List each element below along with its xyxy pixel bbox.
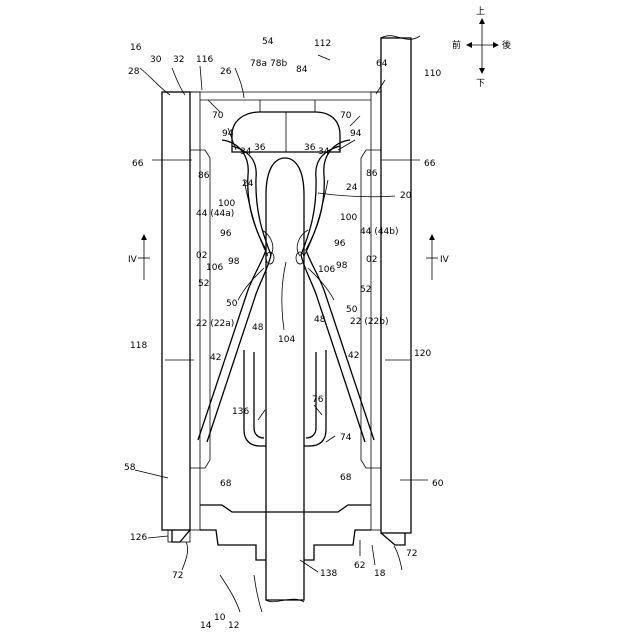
label-98-left: 98 <box>228 257 240 267</box>
label-60: 60 <box>432 479 444 489</box>
label-78b: 78b <box>270 59 287 69</box>
label-110: 110 <box>424 69 441 79</box>
label-94-left: 94 <box>222 129 234 139</box>
label-42-left: 42 <box>210 353 221 363</box>
label-54: 54 <box>262 37 274 47</box>
label-100-right: 100 <box>340 213 357 223</box>
label-126: 126 <box>130 533 147 543</box>
orientation-indicator <box>466 18 499 74</box>
label-86-left: 86 <box>198 171 210 181</box>
label-36-right: 36 <box>304 143 316 153</box>
left-housing-wall <box>162 92 190 530</box>
central-pin <box>266 158 304 602</box>
label-16: 16 <box>130 43 142 53</box>
label-72-left: 72 <box>172 571 183 581</box>
label-84: 84 <box>296 65 308 75</box>
label-50-left: 50 <box>226 299 238 309</box>
label-14: 14 <box>200 621 212 631</box>
label-42-right: 42 <box>348 351 359 361</box>
label-120: 120 <box>414 349 431 359</box>
label-66-left: 66 <box>132 159 144 169</box>
label-138: 138 <box>320 569 337 579</box>
label-78a: 78a <box>250 59 267 69</box>
label-44b: 44 (44b) <box>360 227 399 237</box>
label-20: 20 <box>400 191 412 201</box>
label-52-left: 52 <box>198 279 209 289</box>
left-spring-contact <box>198 140 271 442</box>
label-116: 116 <box>196 55 213 65</box>
label-112: 112 <box>314 39 331 49</box>
label-28: 28 <box>128 67 140 77</box>
label-02-right: 02 <box>366 255 377 265</box>
label-50-right: 50 <box>346 305 358 315</box>
section-mark-right: IV <box>440 255 450 265</box>
label-24-right: 24 <box>346 183 358 193</box>
label-104: 104 <box>278 335 295 345</box>
label-24-left: 24 <box>242 179 254 189</box>
label-70-left: 70 <box>212 111 224 121</box>
label-86-right: 86 <box>366 169 378 179</box>
label-48-right: 48 <box>314 315 326 325</box>
label-106-left: 106 <box>206 263 223 273</box>
label-32: 32 <box>173 55 184 65</box>
contact-points <box>262 230 308 264</box>
bottom-flange <box>168 505 405 560</box>
orientation-front: 前 <box>452 39 461 51</box>
orientation-back: 後 <box>502 39 511 51</box>
label-36-left: 36 <box>254 143 266 153</box>
label-02-left: 02 <box>196 251 207 261</box>
label-18: 18 <box>374 569 386 579</box>
label-68-right: 68 <box>340 473 352 483</box>
label-34-right: 34 <box>318 147 330 157</box>
label-136: 136 <box>232 407 249 417</box>
right-housing-wall <box>381 36 420 533</box>
label-98-right: 98 <box>336 261 348 271</box>
label-58: 58 <box>124 463 136 473</box>
label-100-left: 100 <box>218 199 235 209</box>
orientation-bottom: 下 <box>476 79 485 89</box>
section-mark-left: IV <box>128 255 138 265</box>
label-106-right: 106 <box>318 265 335 275</box>
label-96-left: 96 <box>220 229 232 239</box>
label-44a: 44 (44a) <box>196 209 234 219</box>
label-10: 10 <box>214 613 226 623</box>
top-insulator <box>232 100 340 152</box>
orientation-top: 上 <box>476 6 485 17</box>
label-96-right: 96 <box>334 239 346 249</box>
label-68-left: 68 <box>220 479 232 489</box>
label-26: 26 <box>220 67 232 77</box>
label-62: 62 <box>354 561 365 571</box>
label-30: 30 <box>150 55 162 65</box>
label-12: 12 <box>228 621 239 631</box>
section-arrows <box>138 234 438 280</box>
label-118: 118 <box>130 341 147 351</box>
label-74: 74 <box>340 433 352 443</box>
label-22a: 22 (22a) <box>196 319 234 329</box>
label-94-right: 94 <box>350 129 362 139</box>
label-64: 64 <box>376 59 388 69</box>
label-76: 76 <box>312 395 324 405</box>
label-72-right: 72 <box>406 549 417 559</box>
label-52-right: 52 <box>360 285 371 295</box>
label-34-left: 34 <box>240 147 252 157</box>
label-22b: 22 (22b) <box>350 317 389 327</box>
label-70-right: 70 <box>340 111 352 121</box>
leader-lines <box>135 55 428 612</box>
label-48-left: 48 <box>252 323 264 333</box>
label-66-right: 66 <box>424 159 436 169</box>
